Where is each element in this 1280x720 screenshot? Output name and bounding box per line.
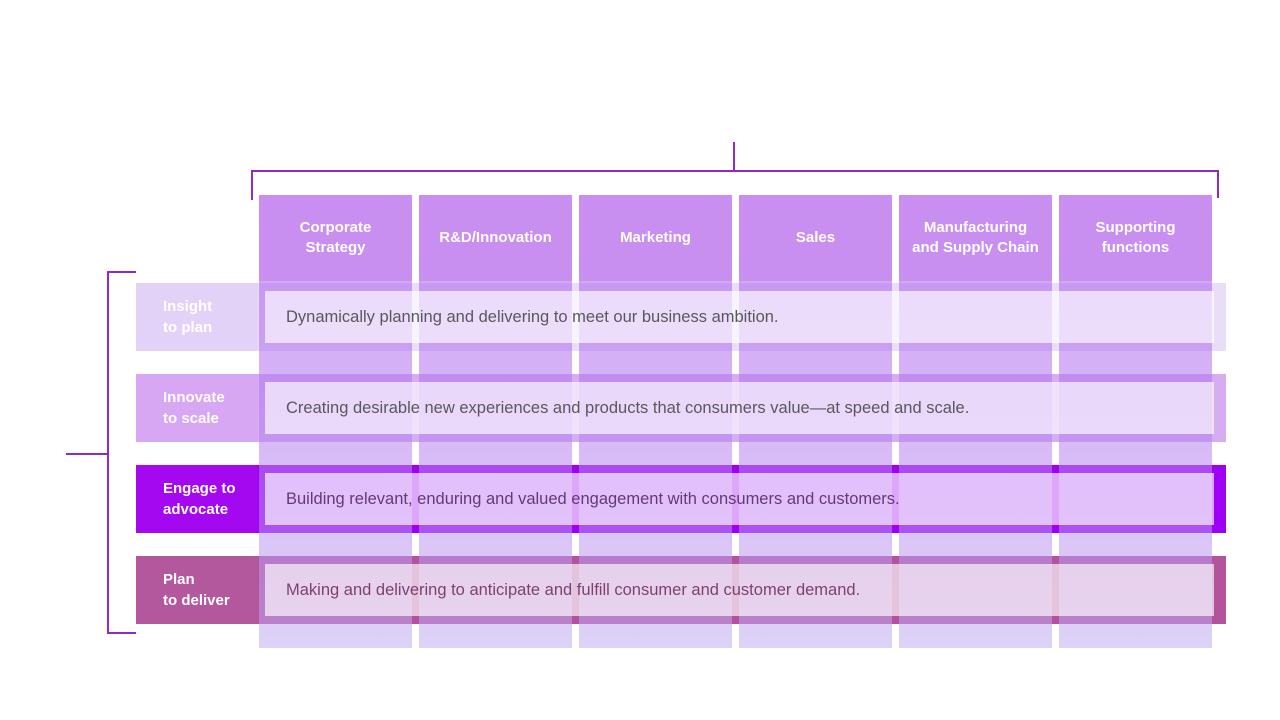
top-bracket-left-tick bbox=[251, 170, 253, 200]
left-bracket-line bbox=[107, 271, 109, 634]
row-description-innovate-to-scale: Creating desirable new experiences and p… bbox=[265, 382, 1214, 434]
top-bracket-right-tick bbox=[1217, 170, 1219, 198]
column-header-label: Manufacturing and Supply Chain bbox=[912, 219, 1039, 256]
row-label-text: Innovate to scale bbox=[163, 389, 225, 427]
column-header-label: Corporate Strategy bbox=[299, 219, 372, 256]
column-header-label: Marketing bbox=[620, 229, 691, 246]
row-description-engage-to-advocate: Building relevant, enduring and valued e… bbox=[265, 473, 1214, 525]
left-bracket-middle-tick bbox=[66, 453, 109, 455]
row-label-engage-to-advocate: Engage to advocate bbox=[136, 465, 258, 533]
row-description-plan-to-deliver: Making and delivering to anticipate and … bbox=[265, 564, 1214, 616]
column-header-marketing: Marketing bbox=[579, 195, 732, 281]
column-header-label: R&D/Innovation bbox=[439, 229, 552, 246]
row-description-text: Creating desirable new experiences and p… bbox=[286, 398, 970, 417]
left-bracket-bottom-tick bbox=[107, 632, 136, 634]
row-label-text: Insight to plan bbox=[163, 298, 213, 336]
row-label-innovate-to-scale: Innovate to scale bbox=[136, 374, 258, 442]
column-header-corporate-strategy: Corporate Strategy bbox=[259, 195, 412, 281]
top-bracket-line bbox=[251, 170, 1219, 172]
row-label-text: Plan to deliver bbox=[163, 571, 230, 609]
row-label-text: Engage to advocate bbox=[163, 480, 236, 518]
column-header-sales: Sales bbox=[739, 195, 892, 281]
column-header-supporting: Supporting functions bbox=[1059, 195, 1212, 281]
column-header-rd-innovation: R&D/Innovation bbox=[419, 195, 572, 281]
column-header-manufacturing: Manufacturing and Supply Chain bbox=[899, 195, 1052, 281]
column-header-label: Supporting functions bbox=[1095, 219, 1176, 256]
top-bracket-stem bbox=[733, 142, 735, 172]
column-header-label: Sales bbox=[795, 229, 836, 246]
row-label-insight-to-plan: Insight to plan bbox=[136, 283, 258, 351]
row-description-text: Making and delivering to anticipate and … bbox=[286, 580, 861, 599]
row-description-insight-to-plan: Dynamically planning and delivering to m… bbox=[265, 291, 1214, 343]
row-description-text: Building relevant, enduring and valued e… bbox=[286, 489, 900, 508]
left-bracket-top-tick bbox=[107, 271, 136, 273]
row-description-text: Dynamically planning and delivering to m… bbox=[286, 307, 779, 326]
row-label-plan-to-deliver: Plan to deliver bbox=[136, 556, 258, 624]
